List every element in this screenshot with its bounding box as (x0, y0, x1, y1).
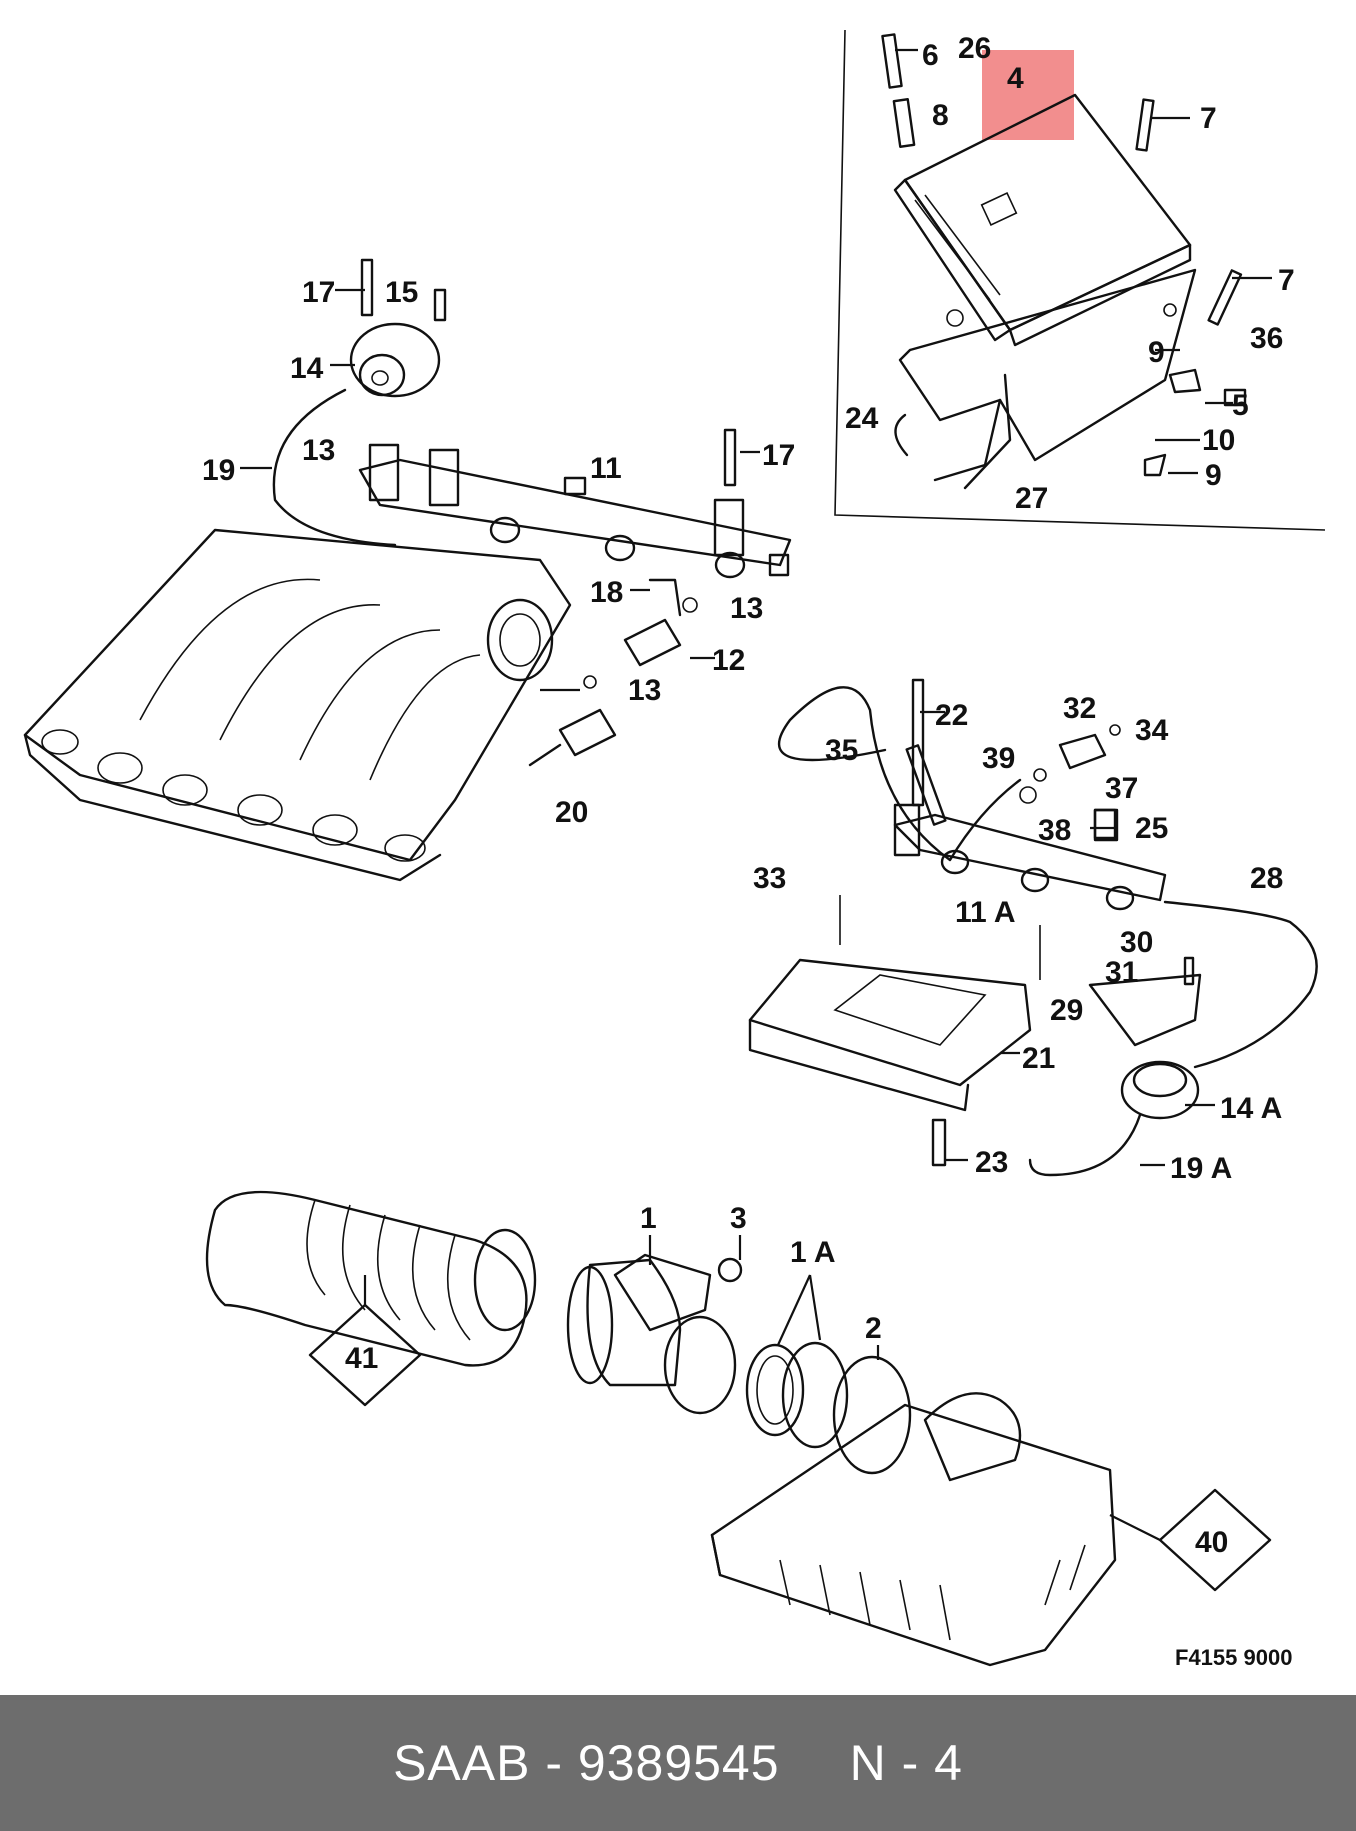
figure-code: F4155 9000 (1175, 1645, 1292, 1670)
callout-3: 3 (730, 1202, 747, 1235)
callout-13c: 13 (628, 674, 661, 707)
callout-17b: 17 (762, 439, 795, 472)
injector-bracket-21 (748, 895, 1041, 1167)
callout-5: 5 (1232, 389, 1249, 422)
callout-34: 34 (1135, 714, 1169, 747)
callout-17a: 17 (302, 276, 335, 309)
ecu-control-unit (893, 93, 1192, 347)
fuel-line-33 (778, 686, 1022, 862)
callout-21: 21 (1022, 1042, 1055, 1075)
callout-2: 2 (865, 1312, 882, 1345)
air-filter-housing-40 (710, 1392, 1117, 1667)
diagram-position: N - 4 (849, 1735, 963, 1791)
callout-11: 11 (590, 452, 622, 485)
fuel-rail-11 (358, 443, 792, 579)
callout-19a: 19 A (1170, 1152, 1232, 1185)
callout-40: 40 (1195, 1526, 1228, 1559)
diamond-41 (308, 1303, 422, 1407)
callout-14: 14 (290, 352, 324, 385)
callout-20: 20 (555, 796, 588, 829)
callout-29: 29 (1050, 994, 1083, 1027)
callout-11a: 11 A (955, 896, 1016, 929)
callout-26: 26 (958, 32, 991, 65)
callout-15: 15 (385, 276, 418, 309)
ecu-bracket (898, 268, 1197, 490)
bolt-17 (723, 428, 737, 487)
callout-38: 38 (1038, 814, 1071, 847)
ecu-inset-frame (834, 29, 1326, 531)
callout-9b: 9 (1205, 459, 1222, 492)
callout-33: 33 (753, 862, 786, 895)
diamond-40 (1158, 1488, 1272, 1592)
callout-32: 32 (1063, 692, 1096, 725)
footer-bar: SAAB - 9389545 N - 4 (0, 1695, 1356, 1831)
callout-37: 37 (1105, 772, 1138, 805)
vacuum-hose-19 (272, 388, 397, 547)
callout-12: 12 (712, 644, 745, 677)
pressure-regulator-14a (1088, 973, 1202, 1120)
callout-25: 25 (1135, 812, 1168, 845)
callout-22: 22 (935, 699, 968, 732)
callout-19: 19 (202, 454, 235, 487)
sensor-20 (528, 708, 617, 767)
exploded-parts-diagram: 6 26 4 8 7 7 9 36 5 24 10 9 27 17 15 14 … (23, 29, 1326, 1670)
callout-1a: 1 A (790, 1236, 836, 1269)
callout-36: 36 (1250, 322, 1283, 355)
callout-39: 39 (982, 742, 1015, 775)
callout-8: 8 (932, 99, 949, 132)
callout-27: 27 (1015, 482, 1048, 515)
fuel-line-28 (1163, 900, 1318, 1069)
intake-hose-41 (205, 1190, 537, 1367)
callout-41: 41 (345, 1342, 378, 1375)
clip-24-shape (894, 413, 909, 457)
callout-4: 4 (1007, 62, 1024, 95)
callout-7b: 7 (1278, 264, 1295, 297)
seal-rings-1a-2 (745, 1341, 912, 1475)
brand-part-number: SAAB - 9389545 (393, 1735, 780, 1791)
callout-7a: 7 (1200, 102, 1217, 135)
callout-24: 24 (845, 402, 879, 435)
part-4-highlight (982, 50, 1074, 140)
leader-lines (240, 48, 1272, 1360)
air-mass-meter-1 (566, 1253, 743, 1415)
callout-35: 35 (825, 734, 858, 767)
intake-manifold (23, 528, 572, 882)
pressure-regulator-14 (349, 258, 447, 398)
callout-31: 31 (1105, 956, 1138, 989)
callout-23: 23 (975, 1146, 1008, 1179)
ecu-fasteners (881, 33, 1247, 477)
callout-labels: 6 26 4 8 7 7 9 36 5 24 10 9 27 17 15 14 … (202, 32, 1295, 1670)
callout-6: 6 (922, 39, 939, 72)
callout-9a: 9 (1148, 336, 1165, 369)
callout-30: 30 (1120, 926, 1153, 959)
callout-28: 28 (1250, 862, 1283, 895)
callout-13a: 13 (302, 434, 335, 467)
callout-13b: 13 (730, 592, 763, 625)
small-parts-32-39 (1019, 724, 1195, 986)
vacuum-hose-19a (1028, 1113, 1142, 1177)
callout-14a: 14 A (1220, 1092, 1282, 1125)
callout-10: 10 (1202, 424, 1235, 457)
callout-1: 1 (640, 1202, 657, 1235)
injector-12 (583, 578, 698, 689)
callout-18: 18 (590, 576, 623, 609)
